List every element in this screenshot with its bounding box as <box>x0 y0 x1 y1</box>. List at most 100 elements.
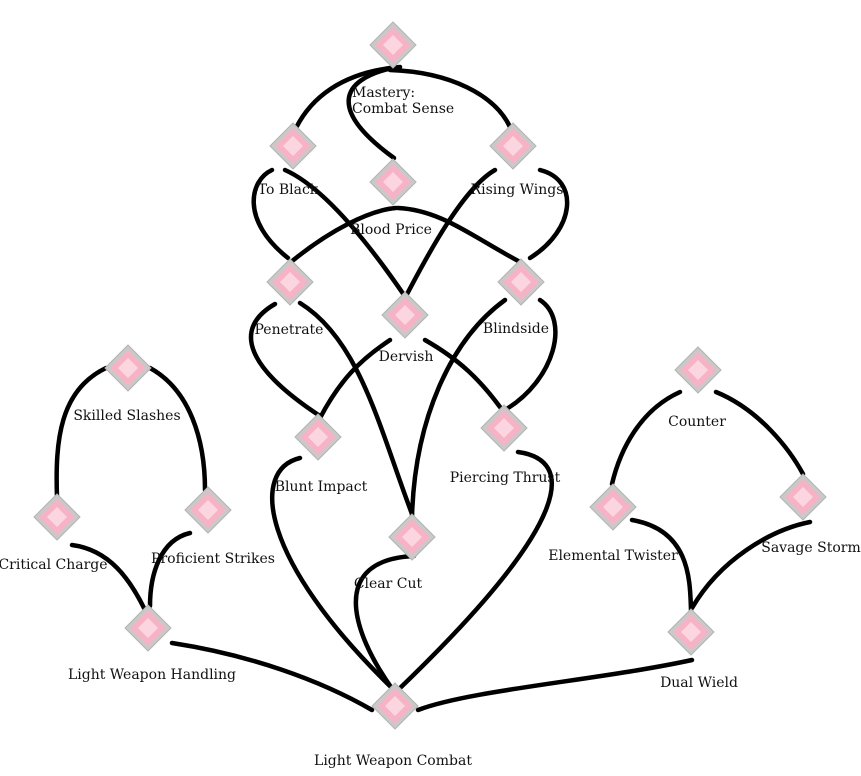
diamond-highlight <box>793 487 813 507</box>
node-label-light-weapon-combat: Light Weapon Combat <box>314 753 472 769</box>
skill-node-piercing-thrust[interactable] <box>480 404 528 452</box>
node-label-line: Dervish <box>379 349 434 365</box>
connection-layer <box>54 64 813 713</box>
edge-light-weapon-handling-to-light-weapon-combat <box>169 640 375 713</box>
edge-rising-wings-to-dervish <box>403 167 498 299</box>
node-label-line: Savage Storm <box>761 540 861 556</box>
node-label-blunt-impact: Blunt Impact <box>275 479 368 495</box>
node-label-line: Rising Wings <box>471 182 564 198</box>
skill-node-light-weapon-handling[interactable] <box>124 604 172 652</box>
node-label-piercing-thrust: Piercing Thrust <box>450 470 561 486</box>
node-label-line: Mastery: <box>352 85 415 101</box>
edge-blood-price-to-blindside <box>395 205 523 265</box>
node-label-rising-wings: Rising Wings <box>471 182 564 198</box>
edge-mastery-to-blood-price <box>346 65 397 161</box>
edge-proficient-strikes-to-light-weapon-handling <box>147 530 193 609</box>
diamond-highlight <box>118 358 138 378</box>
node-label-line: Skilled Slashes <box>73 408 180 424</box>
edge-dervish-to-piercing-thrust <box>422 337 503 410</box>
skill-node-savage-storm[interactable] <box>779 473 827 521</box>
skill-node-dervish[interactable] <box>381 291 429 339</box>
node-label-line: Light Weapon Handling <box>68 667 236 683</box>
node-label-clear-cut: Clear Cut <box>354 576 423 592</box>
edge-elemental-twister-to-dual-wield <box>629 517 694 613</box>
edge-critical-charge-to-light-weapon-handling <box>69 542 147 611</box>
node-label-critical-charge: Critical Charge <box>0 557 108 573</box>
diamond-highlight <box>395 305 415 325</box>
node-label-line: Penetrate <box>255 322 324 338</box>
node-label-line: Combat Sense <box>352 101 454 117</box>
node-label-skilled-slashes: Skilled Slashes <box>73 408 180 424</box>
edge-blood-price-to-penetrate <box>288 205 399 265</box>
skill-node-elemental-twister[interactable] <box>589 483 637 531</box>
diamond-highlight <box>511 272 531 292</box>
edge-to-black-to-penetrate <box>251 167 291 261</box>
edge-savage-storm-to-dual-wield <box>689 519 813 611</box>
skill-node-dual-wield[interactable] <box>667 608 715 656</box>
skill-node-mastery[interactable] <box>369 21 417 69</box>
node-label-dual-wield: Dual Wield <box>660 675 738 691</box>
skill-node-blood-price[interactable] <box>369 158 417 206</box>
edge-penetrate-to-clear-cut <box>297 300 415 517</box>
diamond-highlight <box>283 136 303 156</box>
diamond-highlight <box>280 272 300 292</box>
node-label-line: Critical Charge <box>0 557 108 573</box>
node-label-dervish: Dervish <box>379 349 434 365</box>
skill-node-blunt-impact[interactable] <box>294 413 342 461</box>
node-label-elemental-twister: Elemental Twister <box>548 548 678 564</box>
node-label-counter: Counter <box>668 414 726 430</box>
node-label-line: To Black <box>258 182 319 198</box>
diamond-highlight <box>503 136 523 156</box>
diamond-highlight <box>681 622 701 642</box>
node-label-line: Dual Wield <box>660 675 738 691</box>
edge-piercing-thrust-to-light-weapon-combat <box>395 449 555 693</box>
edge-mastery-to-rising-wings <box>387 67 513 130</box>
diamond-highlight <box>383 35 403 55</box>
skill-node-rising-wings[interactable] <box>489 122 537 170</box>
skill-node-counter[interactable] <box>674 346 722 394</box>
diamond-highlight <box>198 500 218 520</box>
edge-dual-wield-to-light-weapon-combat <box>415 657 695 713</box>
node-label-proficient-strikes: Proficient Strikes <box>151 551 275 567</box>
node-label-line: Blunt Impact <box>275 479 368 495</box>
diamond-highlight <box>385 696 405 716</box>
node-label-blood-price: Blood Price <box>350 222 432 238</box>
edge-penetrate-to-blunt-impact <box>248 301 323 419</box>
edge-to-black-to-dervish <box>282 167 407 298</box>
node-label-blindside: Blindside <box>483 321 549 337</box>
node-label-line: Blood Price <box>350 222 432 238</box>
node-label-light-weapon-handling: Light Weapon Handling <box>68 667 236 683</box>
edge-blunt-impact-to-light-weapon-combat <box>270 455 395 691</box>
edge-counter-to-savage-storm <box>713 389 806 477</box>
node-label-line: Blindside <box>483 321 549 337</box>
skill-node-proficient-strikes[interactable] <box>184 486 232 534</box>
diamond-highlight <box>47 507 67 527</box>
skill-node-clear-cut[interactable] <box>388 513 436 561</box>
edge-counter-to-elemental-twister <box>609 389 683 487</box>
node-label-mastery: Mastery:Combat Sense <box>352 85 454 117</box>
node-label-to-black: To Black <box>258 182 319 198</box>
node-label-line: Piercing Thrust <box>450 470 561 486</box>
node-label-penetrate: Penetrate <box>255 322 324 338</box>
diamond-highlight <box>494 418 514 438</box>
node-label-line: Clear Cut <box>354 576 423 592</box>
node-label-line: Elemental Twister <box>548 548 678 564</box>
skill-node-light-weapon-combat[interactable] <box>371 682 419 730</box>
skill-node-critical-charge[interactable] <box>33 493 81 541</box>
edge-skilled-slashes-to-critical-charge <box>54 365 109 500</box>
edge-blindside-to-clear-cut <box>409 297 508 519</box>
diamond-highlight <box>603 497 623 517</box>
edge-clear-cut-to-light-weapon-combat <box>353 553 417 693</box>
diamond-highlight <box>383 172 403 192</box>
diamond-highlight <box>402 527 422 547</box>
diamond-highlight <box>688 360 708 380</box>
diamond-highlight <box>138 618 158 638</box>
skill-node-blindside[interactable] <box>497 258 545 306</box>
edge-skilled-slashes-to-proficient-strikes <box>147 365 208 493</box>
node-label-line: Proficient Strikes <box>151 551 275 567</box>
skill-node-to-black[interactable] <box>269 122 317 170</box>
skill-node-penetrate[interactable] <box>266 258 314 306</box>
skill-node-skilled-slashes[interactable] <box>104 344 152 392</box>
